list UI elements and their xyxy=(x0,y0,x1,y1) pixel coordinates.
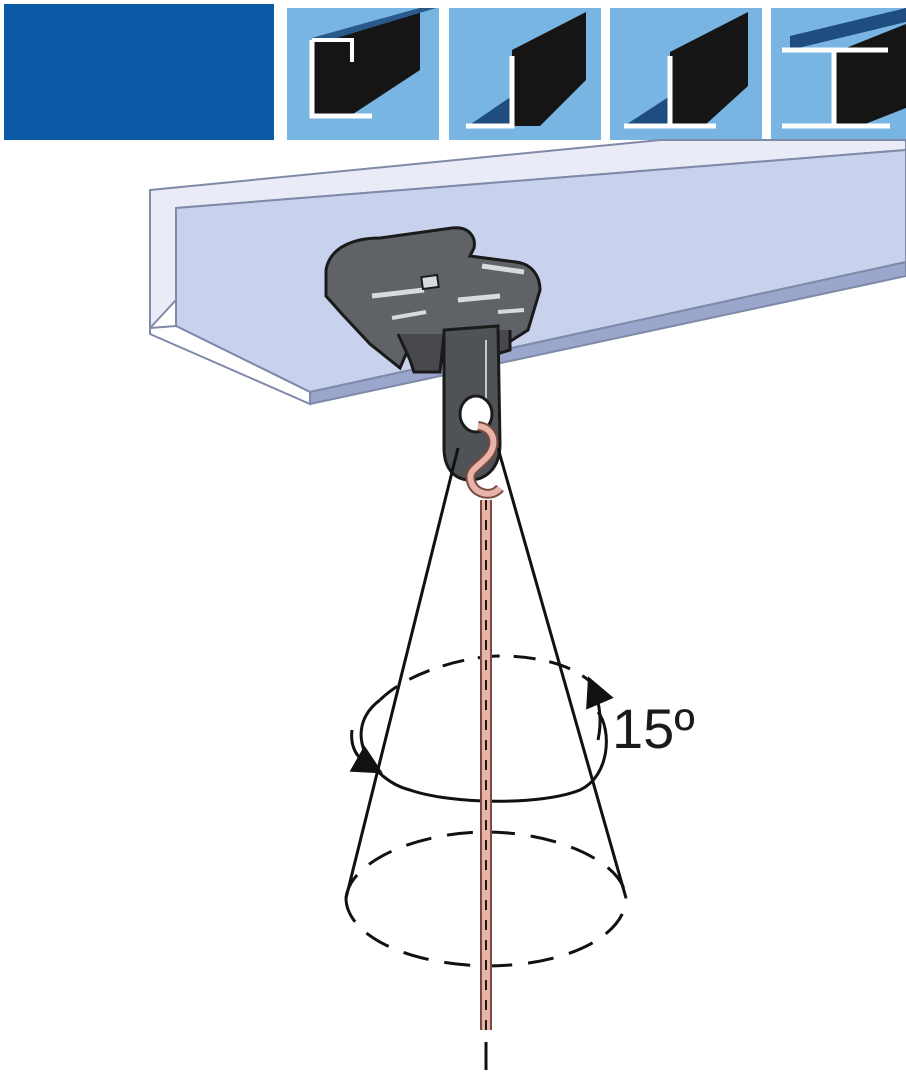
chain xyxy=(465,421,504,1070)
swing-angle-label: 15º xyxy=(612,697,695,760)
swing-cone xyxy=(344,447,628,968)
cone-left-edge xyxy=(344,447,460,899)
header-strip xyxy=(4,4,906,140)
rotation-arrow-right xyxy=(586,676,614,741)
angle-profile-icon xyxy=(449,8,601,140)
cone-right-edge xyxy=(496,447,628,899)
lower-ellipse-front xyxy=(344,897,628,968)
channel-profile-icon xyxy=(287,8,439,140)
hanger-clip xyxy=(324,226,542,482)
rotation-arrow-left xyxy=(349,729,384,774)
tee-profile-icon xyxy=(610,8,762,140)
upper-rotation-ellipse-back xyxy=(378,654,600,702)
i-beam-profile-icon xyxy=(771,8,906,140)
header-dark-blue-panel xyxy=(4,4,274,140)
